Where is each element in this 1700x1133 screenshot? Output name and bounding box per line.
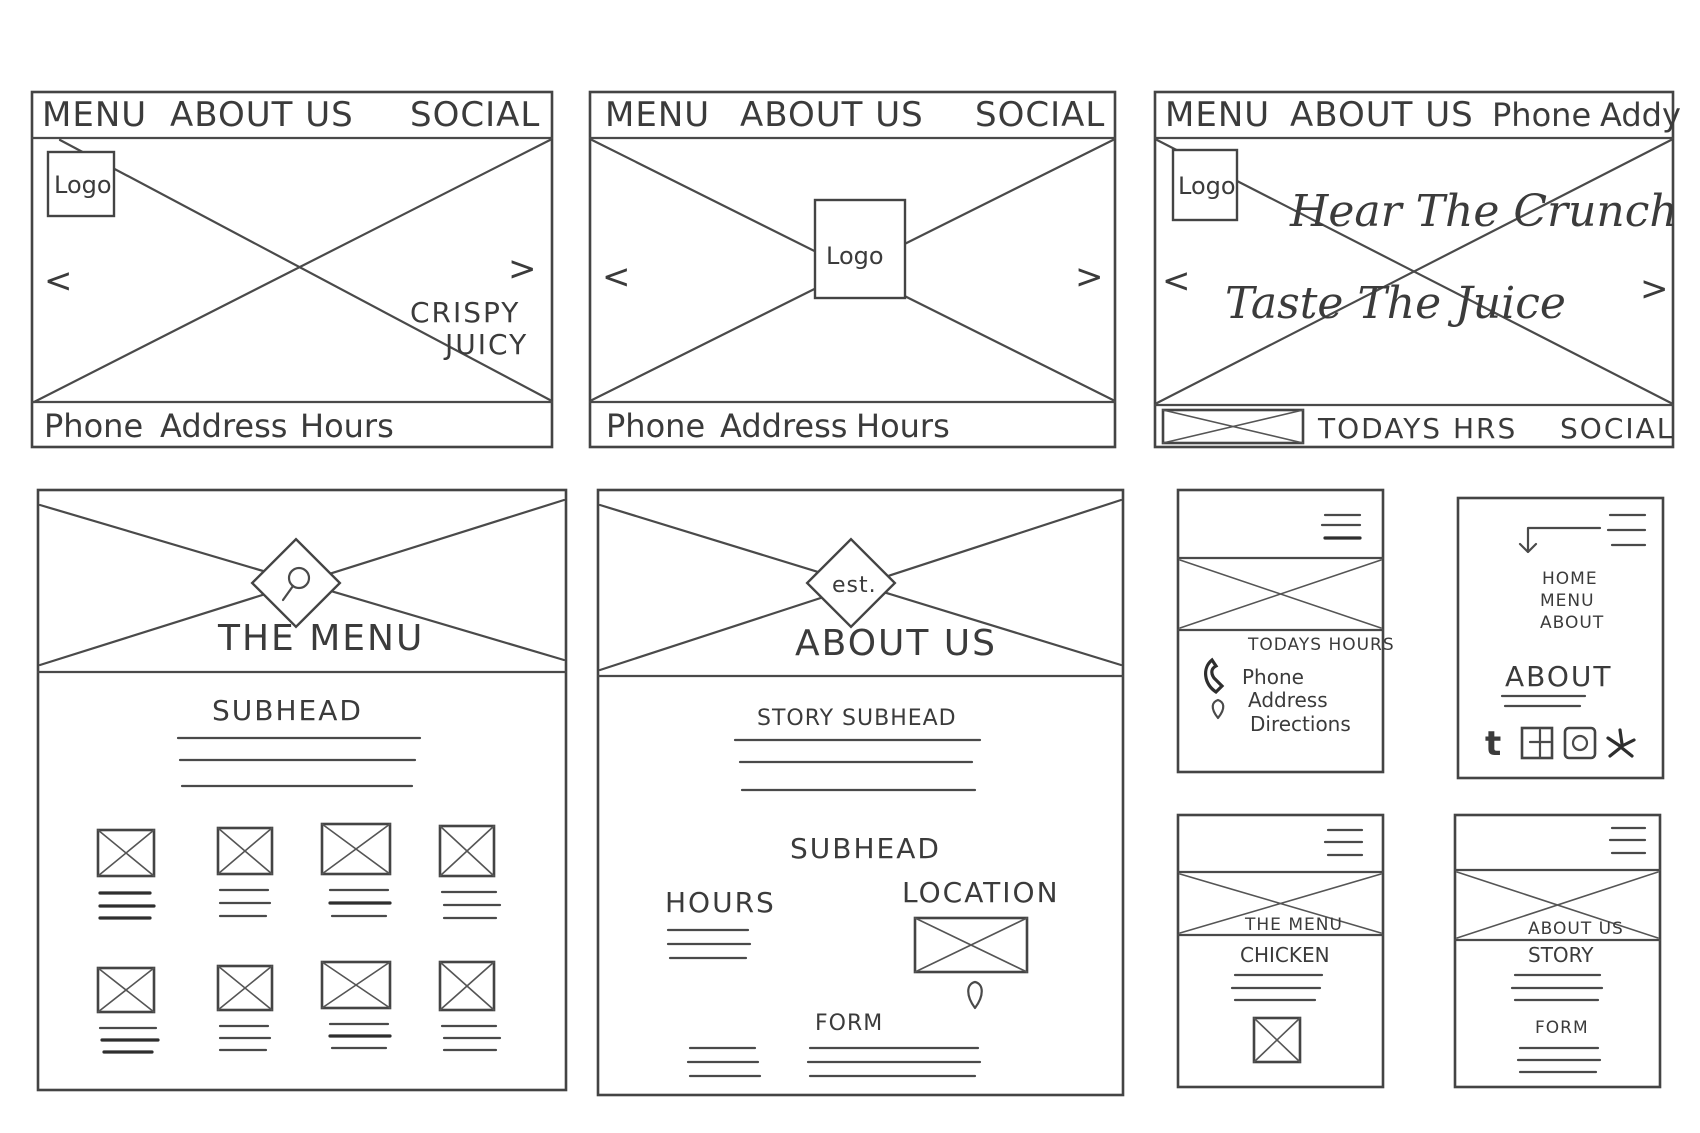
headline-hear-the-crunch: Hear The Crunch bbox=[1289, 186, 1678, 237]
page-title: ABOUT US bbox=[1528, 919, 1624, 939]
location-heading: LOCATION bbox=[902, 876, 1060, 909]
form-heading: FORM bbox=[1535, 1018, 1589, 1038]
carousel-prev-arrow[interactable]: < bbox=[602, 257, 632, 297]
hours-heading: HOURS bbox=[665, 886, 776, 919]
story-subhead: STORY SUBHEAD bbox=[757, 706, 957, 731]
wireframe-mobile-nav: HOME MENU ABOUT ABOUT t bbox=[1456, 496, 1665, 780]
tumblr-icon[interactable]: t bbox=[1485, 724, 1501, 764]
nav-about-us[interactable]: ABOUT US bbox=[740, 95, 924, 135]
nav-item-menu[interactable]: MENU bbox=[1540, 591, 1595, 611]
menu-item[interactable] bbox=[96, 966, 160, 1054]
nav-menu[interactable]: MENU bbox=[1165, 95, 1270, 135]
menu-item[interactable] bbox=[438, 960, 502, 1052]
about-heading: ABOUT bbox=[1505, 660, 1613, 693]
established-badge bbox=[805, 537, 897, 629]
hamburger-menu-icon[interactable] bbox=[1606, 513, 1647, 547]
nav-phone[interactable]: Phone bbox=[1492, 96, 1591, 134]
story-heading: STORY bbox=[1528, 943, 1594, 967]
footer-todays-hours: TODAYS HRS bbox=[1317, 412, 1517, 445]
menu-item[interactable] bbox=[320, 822, 392, 918]
wireframe-desktop-about-page: est. ABOUT US STORY SUBHEAD SUBHEAD HOUR… bbox=[596, 488, 1125, 1097]
nav-item-home[interactable]: HOME bbox=[1542, 569, 1598, 589]
wireframe-mobile-menu: THE MENU CHICKEN bbox=[1176, 813, 1385, 1089]
yelp-icon[interactable] bbox=[1606, 728, 1636, 758]
nav-about-us[interactable]: ABOUT US bbox=[1290, 95, 1474, 135]
form-heading: FORM bbox=[815, 1011, 883, 1036]
map-placeholder[interactable] bbox=[913, 916, 1029, 974]
contact-directions[interactable]: Directions bbox=[1250, 712, 1351, 736]
wireframe-desktop-home-2: MENU ABOUT US SOCIAL Logo < > Phone Addr… bbox=[588, 90, 1117, 449]
menu-item-image-placeholder[interactable] bbox=[1252, 1016, 1302, 1064]
footer-image-placeholder bbox=[1161, 408, 1305, 445]
drumstick-badge bbox=[250, 537, 342, 629]
wireframe-desktop-home-3: MENU ABOUT US Phone Addy Logo Hear The C… bbox=[1153, 90, 1681, 449]
nav-social[interactable]: SOCIAL bbox=[410, 95, 540, 135]
subhead: SUBHEAD bbox=[212, 694, 363, 727]
facebook-icon[interactable] bbox=[1520, 726, 1554, 760]
wireframe-desktop-menu-page: THE MENU SUBHEAD bbox=[36, 488, 568, 1092]
phone-icon[interactable] bbox=[1204, 657, 1225, 695]
contact-address: Address bbox=[1248, 688, 1328, 712]
badge-label: est. bbox=[832, 573, 877, 598]
wireframe-desktop-home-1: MENU ABOUT US SOCIAL Logo < > CRISPY JUI… bbox=[30, 90, 554, 449]
footer-address: Address bbox=[160, 407, 287, 445]
page-title: THE MENU bbox=[1244, 915, 1343, 935]
map-pin-icon bbox=[967, 980, 983, 1010]
logo-label: Logo bbox=[1178, 172, 1236, 200]
menu-item-grid bbox=[96, 822, 502, 1054]
carousel-next-arrow[interactable]: > bbox=[1075, 257, 1105, 297]
tagline-crispy: CRISPY bbox=[410, 296, 520, 329]
instagram-icon[interactable] bbox=[1563, 726, 1597, 760]
page-title: THE MENU bbox=[217, 618, 424, 659]
logo-label: Logo bbox=[826, 242, 884, 270]
carousel-next-arrow[interactable]: > bbox=[1640, 269, 1670, 309]
todays-hours-label: TODAYS HOURS bbox=[1247, 635, 1395, 655]
location-pin-icon bbox=[1211, 698, 1225, 720]
footer-phone: Phone bbox=[44, 407, 143, 445]
logo-placeholder bbox=[1171, 148, 1239, 222]
wireframe-mobile-about: ABOUT US STORY FORM bbox=[1453, 813, 1662, 1089]
nav-social[interactable]: SOCIAL bbox=[975, 95, 1105, 135]
headline-taste-the-juice: Taste The Juice bbox=[1225, 278, 1566, 329]
footer-hours: Hours bbox=[300, 407, 394, 445]
footer-social[interactable]: SOCIAL bbox=[1560, 412, 1674, 445]
hamburger-menu-icon[interactable] bbox=[1320, 513, 1362, 540]
menu-category: CHICKEN bbox=[1240, 943, 1330, 967]
logo-placeholder bbox=[46, 150, 116, 218]
hero-image-placeholder bbox=[32, 138, 552, 404]
arrow-down-icon bbox=[1518, 526, 1602, 554]
footer-phone: Phone bbox=[606, 407, 705, 445]
carousel-next-arrow[interactable]: > bbox=[508, 249, 538, 289]
logo-placeholder bbox=[813, 198, 907, 300]
carousel-prev-arrow[interactable]: < bbox=[1162, 261, 1192, 301]
menu-item[interactable] bbox=[216, 964, 274, 1052]
nav-menu[interactable]: MENU bbox=[42, 95, 147, 135]
footer-address: Address bbox=[720, 407, 847, 445]
nav-item-about[interactable]: ABOUT bbox=[1540, 613, 1604, 633]
hamburger-menu-icon[interactable] bbox=[1608, 826, 1647, 855]
hamburger-menu-icon[interactable] bbox=[1323, 828, 1364, 857]
menu-item[interactable] bbox=[216, 826, 274, 918]
footer-hours: Hours bbox=[856, 407, 950, 445]
contact-phone[interactable]: Phone bbox=[1242, 665, 1304, 689]
nav-about-us[interactable]: ABOUT US bbox=[170, 95, 354, 135]
tagline-juicy: JUICY bbox=[443, 328, 528, 361]
drumstick-icon bbox=[287, 566, 311, 590]
page-title: ABOUT US bbox=[795, 623, 997, 664]
wireframe-mobile-home: TODAYS HOURS Phone Address Directions bbox=[1176, 488, 1395, 774]
carousel-prev-arrow[interactable]: < bbox=[44, 261, 74, 301]
logo-label: Logo bbox=[54, 171, 112, 199]
nav-address[interactable]: Addy bbox=[1600, 96, 1681, 134]
subhead: SUBHEAD bbox=[790, 832, 941, 865]
menu-item[interactable] bbox=[320, 960, 392, 1050]
menu-item[interactable] bbox=[438, 824, 502, 920]
nav-menu[interactable]: MENU bbox=[605, 95, 710, 135]
menu-item[interactable] bbox=[96, 828, 156, 920]
